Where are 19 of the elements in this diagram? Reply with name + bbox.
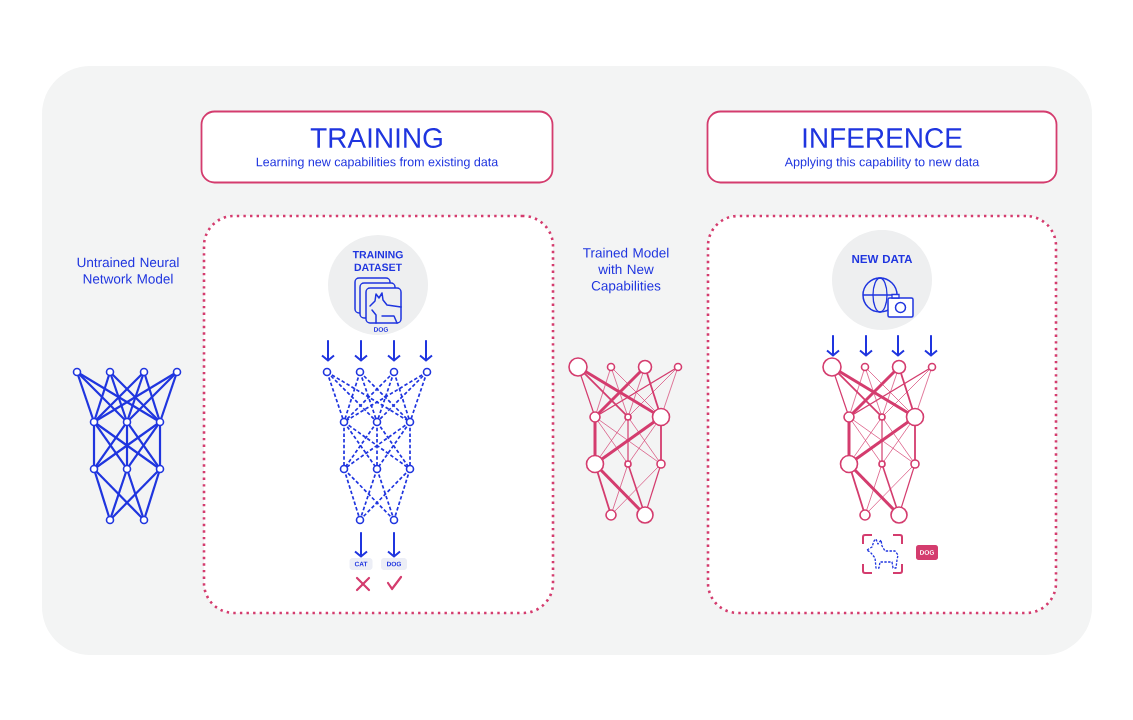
node-label: TRAINING DATASET	[352, 250, 403, 272]
arrow	[826, 334, 840, 357]
arrow	[354, 339, 368, 362]
network-label: Trained Model with New Capabilities	[583, 247, 669, 294]
arrow	[387, 531, 401, 558]
dotted-frame	[202, 214, 555, 615]
arrow	[924, 334, 938, 357]
arrow	[387, 339, 401, 362]
arrow	[354, 531, 368, 558]
dotted-frame	[706, 214, 1058, 615]
header-box: TRAINING Learning new capabilities from existing data	[200, 110, 554, 184]
header-box: INFERENCE Applying this capability to new data	[706, 110, 1058, 184]
neural-network	[72, 367, 182, 525]
arrow	[419, 339, 433, 362]
network-label: Untrained Neural Network Model	[77, 257, 179, 284]
neural-network	[322, 367, 432, 525]
arrow	[859, 334, 873, 357]
arrow	[321, 339, 335, 362]
arrow	[891, 334, 905, 357]
